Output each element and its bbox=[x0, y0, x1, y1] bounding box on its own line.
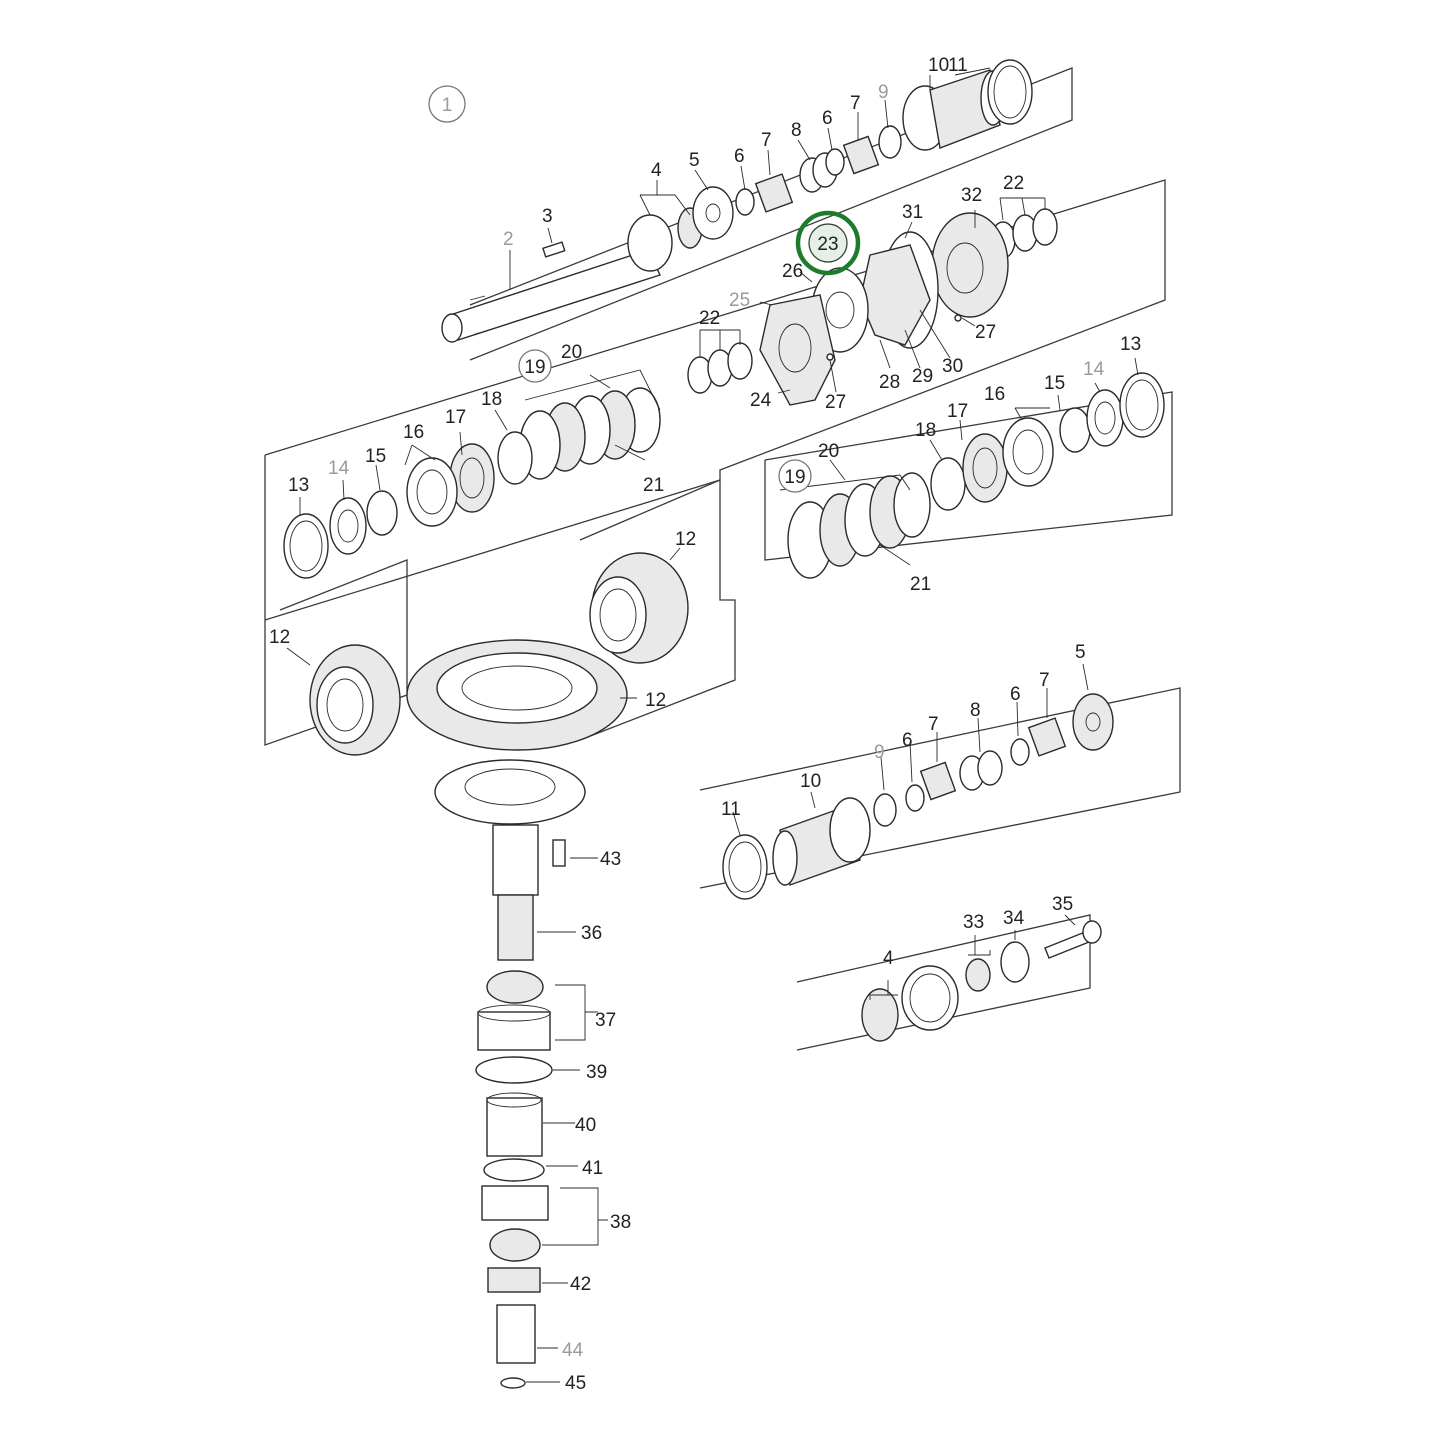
callout: 27 bbox=[825, 392, 846, 413]
callout: 16 bbox=[984, 384, 1005, 405]
callout: 25 bbox=[729, 290, 750, 311]
bottom-right-group bbox=[861, 920, 1102, 1042]
callout: 15 bbox=[365, 446, 386, 467]
callout: 7 bbox=[850, 93, 861, 114]
callout: 6 bbox=[734, 146, 745, 167]
callout: 7 bbox=[761, 130, 772, 151]
callout: 44 bbox=[562, 1340, 584, 1361]
callout: 14 bbox=[328, 458, 350, 479]
circled-19-texts: 19 19 bbox=[524, 357, 805, 488]
highlighted-part-23[interactable]: 23 bbox=[795, 210, 861, 276]
callout: 19 bbox=[524, 357, 545, 378]
callout: 38 bbox=[610, 1212, 631, 1233]
callout: 2 bbox=[503, 229, 514, 250]
callout: 7 bbox=[1039, 670, 1050, 691]
callout: 28 bbox=[879, 372, 900, 393]
callout: 14 bbox=[1083, 359, 1105, 380]
callout: 21 bbox=[910, 574, 931, 595]
circled-labels bbox=[518, 349, 812, 493]
callout: 43 bbox=[600, 849, 621, 870]
callout: 45 bbox=[565, 1373, 586, 1394]
callout: 26 bbox=[782, 261, 803, 282]
callout: 17 bbox=[947, 401, 968, 422]
callout: 4 bbox=[651, 160, 662, 181]
callout: 11 bbox=[721, 799, 741, 820]
view-number-badge: 1 bbox=[428, 85, 466, 123]
callout: 13 bbox=[288, 475, 309, 496]
callout: 37 bbox=[595, 1010, 616, 1031]
callout: 3 bbox=[542, 206, 553, 227]
callout: 13 bbox=[1120, 334, 1141, 355]
callout: 18 bbox=[481, 389, 502, 410]
callout: 12 bbox=[269, 627, 290, 648]
callout: 30 bbox=[942, 356, 963, 377]
view-number-label: 1 bbox=[442, 95, 453, 116]
callout: 4 bbox=[883, 948, 894, 969]
callout: 6 bbox=[1010, 684, 1021, 705]
callout: 12 bbox=[645, 690, 666, 711]
callout: 33 bbox=[963, 912, 984, 933]
callout: 10 bbox=[800, 771, 821, 792]
callout: 12 bbox=[675, 529, 696, 550]
lower-right-shaft bbox=[722, 693, 1114, 900]
callout: 8 bbox=[970, 700, 981, 721]
callout: 5 bbox=[689, 150, 700, 171]
callout: 9 bbox=[874, 742, 885, 763]
left-clutch-pack bbox=[283, 387, 661, 579]
callout: 6 bbox=[902, 730, 913, 751]
callout: 10 bbox=[928, 55, 949, 76]
callout: 34 bbox=[1003, 908, 1025, 929]
callout: 29 bbox=[912, 366, 933, 387]
callout: 16 bbox=[403, 422, 424, 443]
callout: 35 bbox=[1052, 894, 1073, 915]
callout: 19 bbox=[784, 467, 805, 488]
callout: 32 bbox=[961, 185, 982, 206]
callout: 9 bbox=[878, 82, 889, 103]
highlight-label: 23 bbox=[817, 234, 838, 255]
callout: 15 bbox=[1044, 373, 1065, 394]
callout: 5 bbox=[1075, 642, 1086, 663]
callout: 27 bbox=[975, 322, 996, 343]
callout: 7 bbox=[928, 714, 939, 735]
differential-assembly bbox=[687, 208, 1058, 406]
top-shaft-assembly bbox=[441, 59, 1033, 343]
callout: 31 bbox=[902, 202, 923, 223]
callout: 18 bbox=[915, 420, 936, 441]
callout-labels: 10 11 9 7 6 8 7 6 5 4 3 2 31 32 22 26 25… bbox=[269, 55, 1141, 1394]
callout: 24 bbox=[750, 390, 772, 411]
callout: 20 bbox=[818, 441, 839, 462]
callout: 40 bbox=[575, 1115, 596, 1136]
callout: 22 bbox=[1003, 173, 1024, 194]
bevel-gears bbox=[309, 552, 689, 756]
callout: 17 bbox=[445, 407, 466, 428]
callout: 39 bbox=[586, 1062, 607, 1083]
callout: 6 bbox=[822, 108, 833, 129]
callout: 11 bbox=[948, 55, 968, 76]
callout: 8 bbox=[791, 120, 802, 141]
callout: 36 bbox=[581, 923, 602, 944]
pinion-shaft-stack bbox=[434, 759, 586, 1389]
callout: 42 bbox=[570, 1274, 591, 1295]
leader-lines bbox=[286, 67, 1139, 1383]
callout: 41 bbox=[582, 1158, 603, 1179]
callout: 20 bbox=[561, 342, 582, 363]
callout: 22 bbox=[699, 308, 720, 329]
callout: 21 bbox=[643, 475, 664, 496]
